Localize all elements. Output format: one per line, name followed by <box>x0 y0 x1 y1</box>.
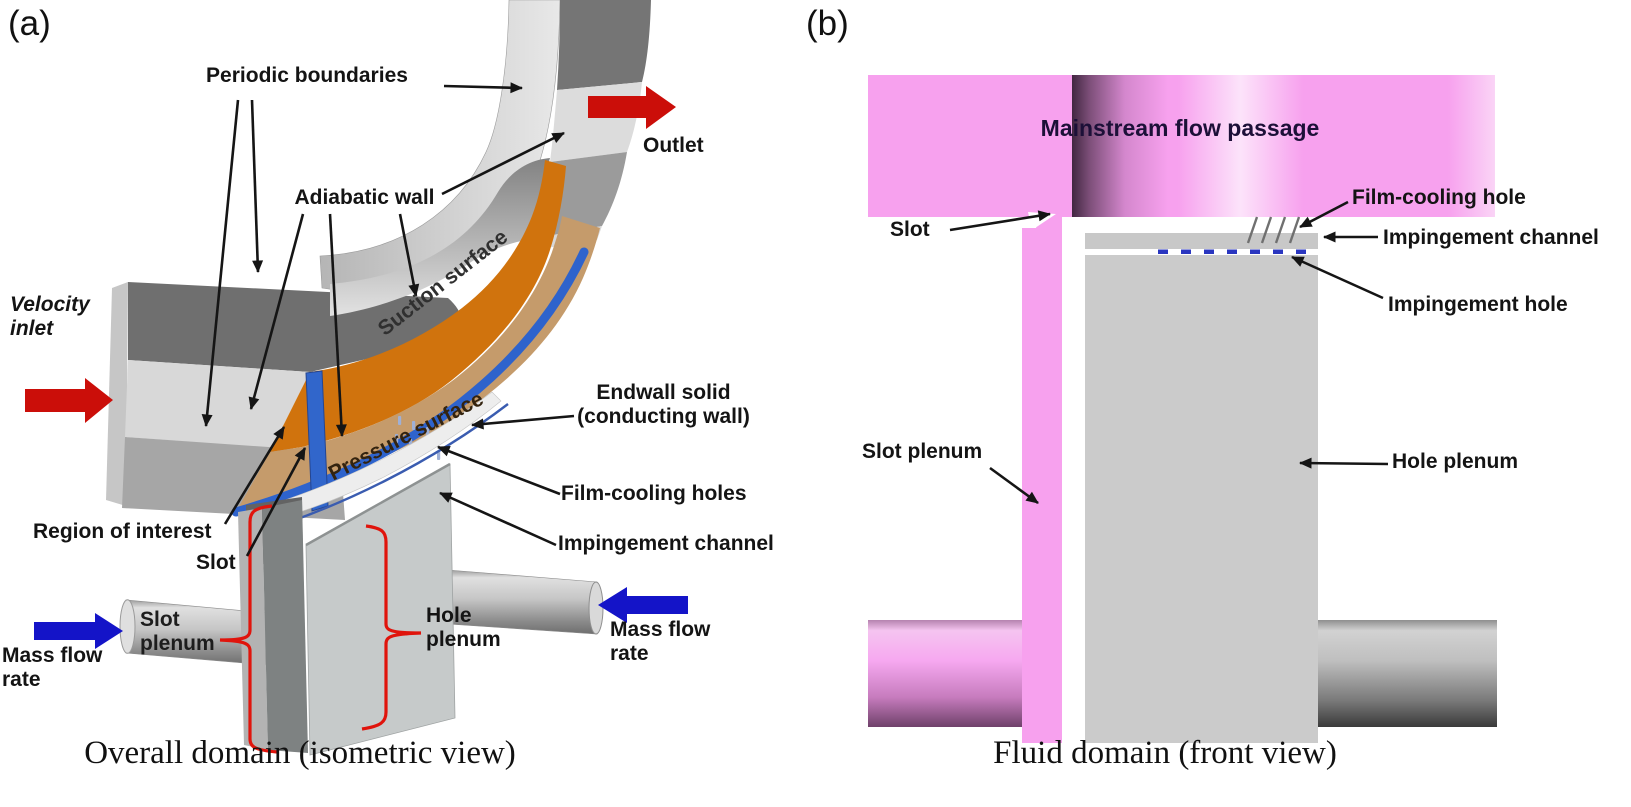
label-slot-plenum-a: Slot plenum <box>140 608 215 655</box>
impingement-holes <box>1158 249 1306 254</box>
panel-b-caption: Fluid domain (front view) <box>993 735 1337 771</box>
panel-a-letter: (a) <box>8 4 51 43</box>
label-velocity-inlet: Velocity inlet <box>10 293 90 340</box>
outlet-dark-cap <box>557 0 651 90</box>
label-region-of-interest: Region of interest <box>33 520 212 543</box>
label-impingement-hole-b: Impingement hole <box>1388 293 1568 316</box>
label-endwall-solid-line2: (conducting wall) <box>577 405 750 428</box>
label-mainstream-flow-passage: Mainstream flow passage <box>1040 115 1320 141</box>
hole-plenum-bracket <box>361 524 422 731</box>
panel-a-drawing: Suction surface Pressure surface <box>25 0 688 756</box>
mass-flow-right-arrow-icon <box>598 587 688 623</box>
suction-surface-band <box>330 158 550 316</box>
label-outlet: Outlet <box>643 134 704 157</box>
velocity-inlet-arrow-icon <box>25 378 113 423</box>
endwall-top-orange <box>270 160 566 452</box>
film-cooling-hole-slashes <box>1246 216 1301 244</box>
hole-supply-pipe <box>1318 620 1497 727</box>
hole-plenum-block <box>1085 255 1318 743</box>
label-film-cooling-holes: Film-cooling holes <box>561 482 747 505</box>
label-hole-plenum-a: Hole plenum <box>426 604 501 651</box>
outlet-inner-light <box>550 82 642 162</box>
label-mass-flow-rate-left: Mass flow rate <box>2 644 103 691</box>
impingement-channel-strip <box>239 391 502 528</box>
panel-b-letter: (b) <box>806 4 849 43</box>
outlet-arrow-icon <box>588 86 676 129</box>
hole-plenum-pipe-cap <box>588 581 604 635</box>
vane-shadow-band <box>1072 75 1168 217</box>
slot-plenum-box-front <box>238 508 268 750</box>
hole-plenum-box-top-edge <box>305 462 451 547</box>
label-endwall-solid-line1: Endwall solid <box>596 381 731 404</box>
label-slot-plenum-b: Slot plenum <box>862 440 983 463</box>
slot-supply-pipe <box>868 620 1022 727</box>
vane-highlight-band <box>1178 75 1303 217</box>
label-mass-flow-rate-right: Mass flow rate <box>610 618 711 665</box>
passage-right-edge <box>1448 75 1495 217</box>
endwall-blue-edge <box>231 247 589 517</box>
slot-plenum-strip <box>1022 228 1062 743</box>
panel-b-drawing <box>868 75 1497 743</box>
label-adiabatic-wall: Adiabatic wall <box>294 186 435 209</box>
panel-b-leader-arrows <box>949 200 1389 505</box>
slot-plenum-bracket <box>219 504 278 754</box>
label-hole-plenum-b: Hole plenum <box>1392 450 1519 473</box>
label-impingement-channel-a: Impingement channel <box>558 532 774 555</box>
label-impingement-channel-b: Impingement channel <box>1383 226 1599 249</box>
inlet-front-light <box>125 360 310 448</box>
panel-a-caption: Overall domain (isometric view) <box>84 735 516 771</box>
inlet-left-edge <box>106 282 128 506</box>
label-slot-a: Slot <box>196 551 236 574</box>
label-periodic-boundaries: Periodic boundaries <box>206 64 408 87</box>
label-film-cooling-hole-b: Film-cooling hole <box>1352 186 1526 209</box>
label-slot-b: Slot <box>890 218 930 241</box>
impingement-channel-strip <box>1085 233 1318 249</box>
mass-flow-left-arrow-icon <box>34 613 123 649</box>
endwall-face-tan <box>237 216 600 510</box>
slot-plenum-box-side <box>262 500 308 753</box>
impingement-plate-gap <box>1085 249 1318 255</box>
panel-a-leader-arrows <box>201 82 575 557</box>
slot-plenum-pipe-cap <box>119 599 136 654</box>
